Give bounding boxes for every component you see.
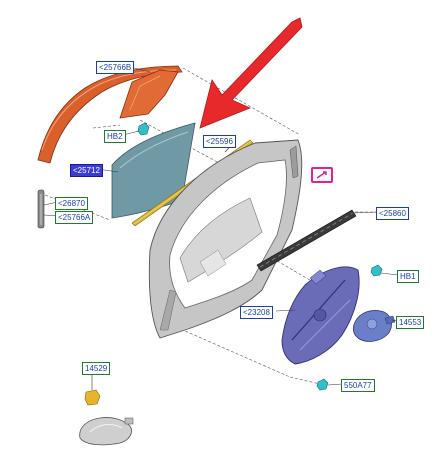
part-label-23208[interactable]: <23208 xyxy=(240,306,273,319)
hb1-clip xyxy=(370,264,383,277)
part-label-26870[interactable]: <26870 xyxy=(55,197,88,210)
part-label-25766a[interactable]: <25766A xyxy=(55,211,94,224)
part-label-hb1[interactable]: HB1 xyxy=(397,270,419,283)
upper-window-seal xyxy=(37,65,183,164)
bracket-14529 xyxy=(84,389,101,406)
callout-arrow-icon xyxy=(199,17,303,129)
window-regulator xyxy=(281,266,360,365)
part-label-hb2[interactable]: HB2 xyxy=(104,130,126,143)
regulator-motor xyxy=(352,310,396,342)
lower-trim-strip xyxy=(37,189,45,229)
part-label-25860[interactable]: <25860 xyxy=(376,207,409,220)
lower-housing xyxy=(79,417,134,446)
clip-550a77 xyxy=(316,378,329,391)
part-label-550a77[interactable]: 550A77 xyxy=(341,379,375,392)
part-label-25596[interactable]: <25596 xyxy=(203,135,236,148)
part-label-14529[interactable]: 14529 xyxy=(82,362,111,375)
belt-weatherstrip xyxy=(256,209,357,272)
part-label-25766b[interactable]: <25766B xyxy=(96,61,135,74)
part-label-14553[interactable]: 14553 xyxy=(396,316,425,329)
hb2-clip xyxy=(137,122,150,136)
part-label-25712[interactable]: <25712 xyxy=(70,164,103,177)
detail-view-icon[interactable] xyxy=(311,167,333,183)
door-frame xyxy=(148,139,303,339)
